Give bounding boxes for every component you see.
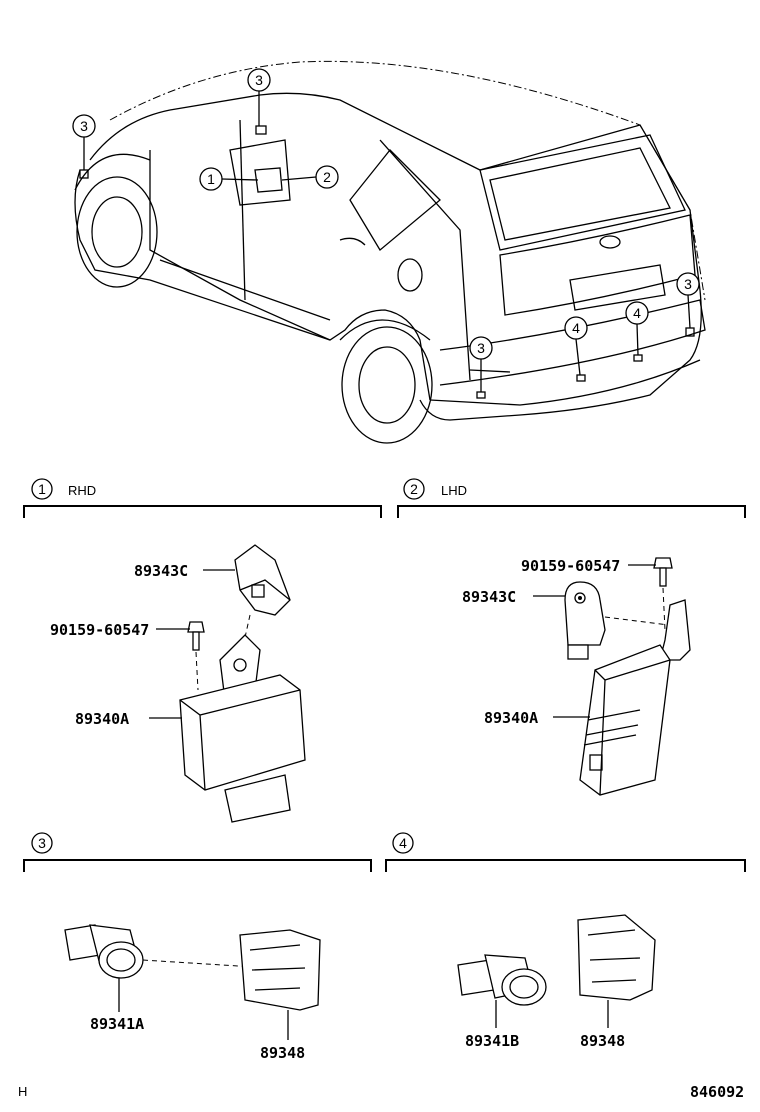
svg-text:2: 2	[410, 481, 418, 497]
section-2-header: 2 LHD	[397, 478, 746, 518]
callout-3-rear-right: 3	[676, 272, 700, 296]
s3-ultrasonic-sensor	[64, 924, 271, 1012]
label-s4-retainer: 89348	[580, 1032, 625, 1050]
s3-retainer	[239, 929, 321, 1040]
label-lhd-bolt: 90159-60547	[521, 557, 620, 575]
rhd-ecu	[179, 634, 306, 823]
callout-3-rear-left: 3	[469, 336, 493, 360]
callout-4-right: 4	[625, 301, 649, 325]
section-4-header: 4	[385, 832, 746, 872]
callout-2: 2	[315, 165, 339, 189]
lhd-ecu	[579, 599, 691, 796]
footer-left-code: H	[18, 1084, 27, 1099]
label-lhd-ecu: 89340A	[484, 709, 538, 727]
svg-text:4: 4	[633, 305, 641, 321]
svg-text:3: 3	[255, 72, 263, 88]
label-s3-retainer: 89348	[260, 1044, 305, 1062]
svg-text:2: 2	[323, 169, 331, 185]
svg-text:1: 1	[207, 171, 215, 187]
callout-4-left: 4	[564, 316, 588, 340]
callout-leaders	[83, 91, 691, 392]
section-1-header: 1 RHD	[23, 478, 382, 518]
rhd-bolt	[187, 621, 205, 691]
label-s4-sensor: 89341B	[465, 1032, 519, 1050]
lhd-yaw-sensor	[564, 581, 669, 660]
svg-text:3: 3	[80, 118, 88, 134]
label-rhd-ecu: 89340A	[75, 710, 129, 728]
svg-text:3: 3	[38, 835, 46, 851]
svg-text:4: 4	[572, 320, 580, 336]
svg-text:3: 3	[477, 340, 485, 356]
s4-retainer	[577, 914, 656, 1028]
s4-ultrasonic-sensor	[457, 954, 547, 1028]
label-rhd-bolt: 90159-60547	[50, 621, 149, 639]
section-3-header: 3	[23, 832, 372, 872]
label-rhd-sensor: 89343C	[134, 562, 188, 580]
label-lhd-sensor: 89343C	[462, 588, 516, 606]
callout-3-front: 3	[72, 114, 96, 138]
svg-text:RHD: RHD	[68, 483, 96, 498]
callout-3-pillar: 3	[247, 68, 271, 92]
vehicle-illustration	[74, 60, 706, 444]
illustration-number: 846092	[690, 1083, 744, 1101]
svg-text:1: 1	[38, 481, 46, 497]
callout-1: 1	[199, 167, 223, 191]
svg-text:4: 4	[399, 835, 407, 851]
label-s3-sensor: 89341A	[90, 1015, 144, 1033]
svg-text:3: 3	[684, 276, 692, 292]
svg-text:LHD: LHD	[441, 483, 467, 498]
